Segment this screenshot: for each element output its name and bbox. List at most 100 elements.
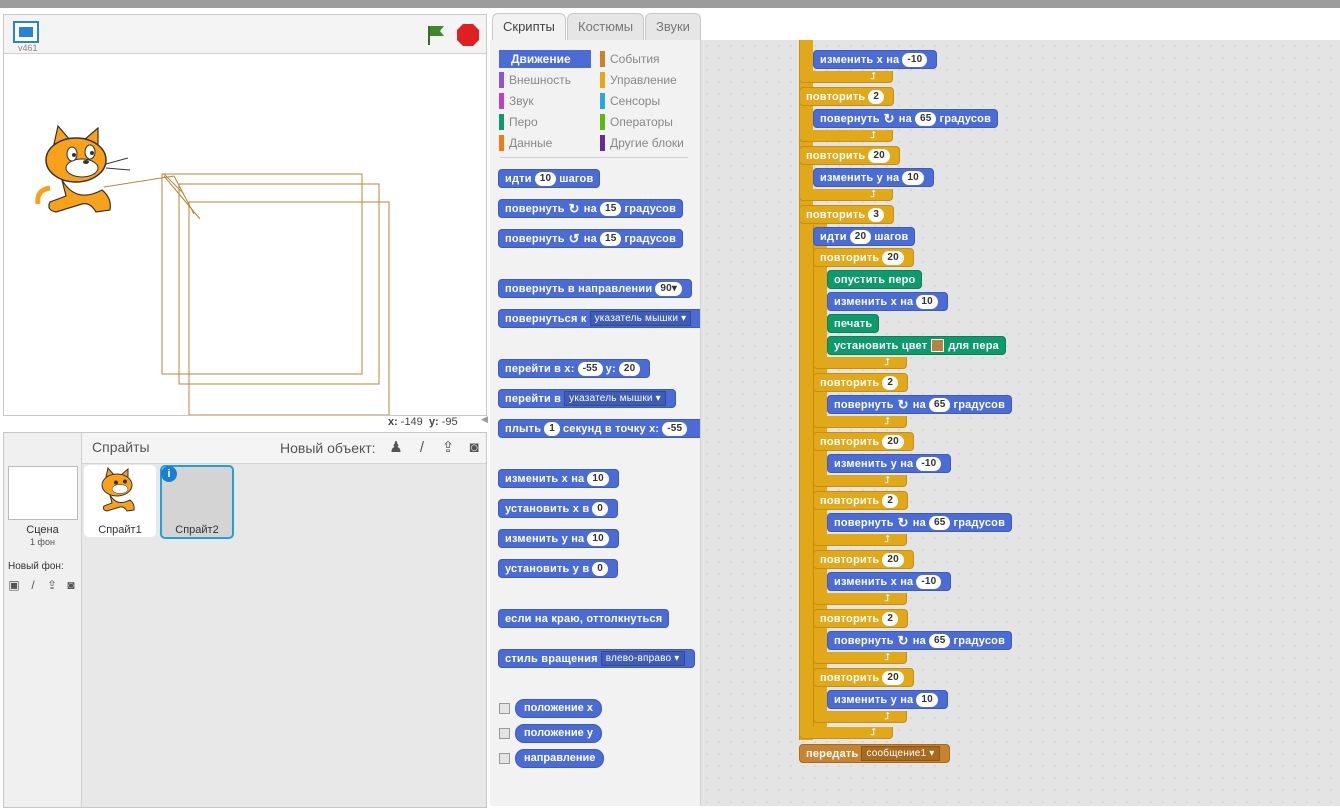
upload-icon[interactable]: ⇪ xyxy=(46,578,58,592)
repeat-end: ⮥ xyxy=(799,71,893,83)
y-value: -95 xyxy=(441,416,458,428)
tab-sounds[interactable]: Звуки xyxy=(645,13,701,40)
x-value: -149 xyxy=(400,416,423,428)
category-operators[interactable]: Операторы xyxy=(600,113,692,131)
tab-costumes[interactable]: Костюмы xyxy=(567,13,645,40)
category-sensing[interactable]: Сенсоры xyxy=(600,92,692,110)
category-events[interactable]: События xyxy=(600,50,692,68)
sprite-tile-1[interactable]: Спрайт1 xyxy=(84,465,156,537)
block-palette: Движение События Внешность Управление Зв… xyxy=(490,40,701,806)
script-change-x[interactable]: изменить х на-10 xyxy=(813,50,938,69)
paint-brush-icon[interactable]: / xyxy=(419,438,425,456)
repeat-end: ⮥ xyxy=(813,357,907,369)
x-label: x: xyxy=(388,416,398,428)
green-flag-icon[interactable] xyxy=(424,23,448,47)
block-bounce[interactable]: если на краю, оттолкнуться xyxy=(498,609,670,628)
stage-selector: Сцена 1 фон Новый фон: ▣ / ⇪ ◙ xyxy=(4,433,82,807)
mouse-coords: x:-149 y:-95 xyxy=(388,416,458,428)
sprites-header: Спрайты Новый объект: ♟ / ⇪ ◙ xyxy=(82,433,486,464)
cat-thumbnail xyxy=(101,467,135,512)
script-change-x[interactable]: изменить х на-10 xyxy=(827,572,952,591)
checkbox-x-position[interactable] xyxy=(499,703,510,714)
category-more-blocks[interactable]: Другие блоки xyxy=(600,134,692,152)
info-icon[interactable]: i xyxy=(161,466,177,482)
fullscreen-icon[interactable] xyxy=(13,21,39,43)
category-control[interactable]: Управление xyxy=(600,71,692,89)
script-change-y[interactable]: изменить у на-10 xyxy=(827,454,952,473)
y-label: y: xyxy=(428,416,439,428)
sprites-title: Спрайты xyxy=(92,439,150,455)
stage-panel: v461 xyxy=(3,14,487,416)
stage-backdrop-count: 1 фон xyxy=(30,537,55,547)
camera-icon[interactable]: ◙ xyxy=(469,438,479,456)
repeat-end: ⮥ xyxy=(813,652,907,664)
sprite-name: Спрайт2 xyxy=(175,524,219,536)
reporter-y-position[interactable]: положение y xyxy=(515,724,602,743)
sprite-tile-2[interactable]: i Спрайт2 xyxy=(160,465,234,539)
checkbox-direction[interactable] xyxy=(499,753,510,764)
reporter-x-position[interactable]: положение x xyxy=(515,699,602,718)
sprite-library-icon[interactable]: ♟ xyxy=(389,439,403,456)
version-label: v461 xyxy=(18,43,38,53)
repeat-end: ⮥ xyxy=(813,475,907,487)
repeat-3-end: ⮥ xyxy=(799,727,893,739)
reporter-direction[interactable]: направление xyxy=(515,749,605,768)
new-backdrop-tools: ▣ / ⇪ ◙ xyxy=(6,577,79,593)
category-pen[interactable]: Перо xyxy=(499,113,591,131)
checkbox-y-position[interactable] xyxy=(499,728,510,739)
category-data[interactable]: Данные xyxy=(499,134,591,152)
stage-drawing xyxy=(35,124,390,415)
paint-brush-icon[interactable]: / xyxy=(31,578,35,592)
category-motion[interactable]: Движение xyxy=(499,50,591,68)
category-looks[interactable]: Внешность xyxy=(499,71,591,89)
stop-icon[interactable] xyxy=(456,23,480,47)
repeat-end: ⮥ xyxy=(813,711,907,723)
camera-icon[interactable]: ◙ xyxy=(67,578,75,592)
outer-script-bar xyxy=(799,40,813,740)
script-stamp[interactable]: печать xyxy=(827,314,880,333)
stage-thumbnail[interactable] xyxy=(8,466,78,520)
repeat-end: ⮥ xyxy=(813,534,907,546)
collapse-stage-icon[interactable]: ◀ xyxy=(481,414,488,424)
category-sound[interactable]: Звук xyxy=(499,92,591,110)
upload-icon[interactable]: ⇪ xyxy=(441,439,455,456)
script-pen-down[interactable]: опустить перо xyxy=(827,270,923,289)
tab-scripts[interactable]: Скрипты xyxy=(492,13,566,41)
stage-canvas[interactable] xyxy=(4,54,486,415)
backdrop-library-icon[interactable]: ▣ xyxy=(8,578,20,592)
